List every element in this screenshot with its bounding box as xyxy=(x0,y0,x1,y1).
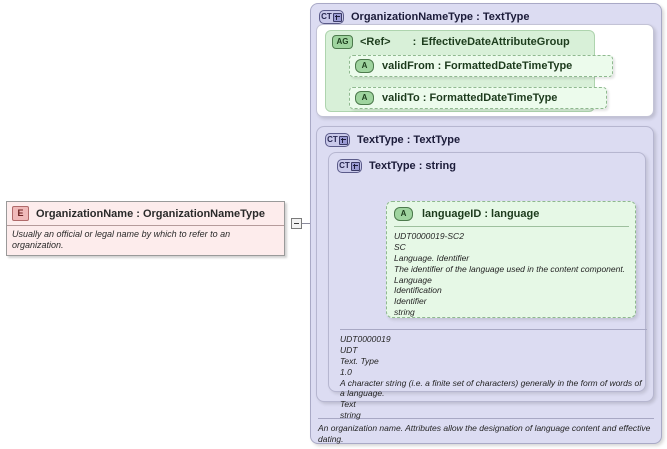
attributegroup-ref: <Ref> xyxy=(360,36,391,48)
attribute-label: validTo : FormattedDateTimeType xyxy=(382,92,558,104)
complextype-texttype-string[interactable]: CT TextType : string A languageID : lang… xyxy=(328,152,647,420)
expand-plus-icon[interactable] xyxy=(350,161,360,171)
texttype-title-row: CT TextType : TextType xyxy=(317,127,653,147)
complextype-icon-label: CT xyxy=(339,161,350,170)
attributegroup-panel: AG <Ref> : EffectiveDateAttributeGroup A… xyxy=(316,24,654,117)
languageid-label: languageID : language xyxy=(422,208,540,220)
complextype-icon[interactable]: CT xyxy=(319,10,344,24)
expand-plus-icon[interactable] xyxy=(332,12,342,22)
collapse-toggle-icon[interactable] xyxy=(291,218,302,229)
complextype-texttype[interactable]: CT TextType : TextType CT TextType : str… xyxy=(316,126,654,420)
attribute-validfrom[interactable]: A validFrom : FormattedDateTimeType xyxy=(349,55,613,77)
element-documentation: Usually an official or legal name by whi… xyxy=(7,225,284,255)
attribute-icon: A xyxy=(394,207,413,221)
attribute-icon: A xyxy=(355,59,374,73)
complextype-title-row: CT OrganizationNameType : TextType xyxy=(311,4,661,24)
languageid-documentation: UDT0000019-SC2 SC Language. Identifier T… xyxy=(394,226,629,318)
attribute-icon: A xyxy=(355,91,374,105)
attribute-validto[interactable]: A validTo : FormattedDateTimeType xyxy=(349,87,607,109)
complextype-icon[interactable]: CT xyxy=(337,159,362,173)
connector-stub xyxy=(302,223,311,224)
element-organizationname[interactable]: E OrganizationName : OrganizationNameTyp… xyxy=(6,201,285,256)
languageid-title-row: A languageID : language xyxy=(387,202,635,221)
complextype-icon[interactable]: CT xyxy=(325,133,350,147)
attribute-label: validFrom : FormattedDateTimeType xyxy=(382,60,573,72)
texttype-string-label: TextType : string xyxy=(369,160,456,172)
expand-plus-icon[interactable] xyxy=(338,135,348,145)
texttype-label: TextType : TextType xyxy=(357,134,461,146)
attributegroup-title-row: AG <Ref> : EffectiveDateAttributeGroup xyxy=(326,31,594,49)
attributegroup-icon: AG xyxy=(332,35,353,49)
complextype-icon-label: CT xyxy=(321,12,332,21)
element-title-row: E OrganizationName : OrganizationNameTyp… xyxy=(7,202,284,225)
attribute-languageid[interactable]: A languageID : language UDT0000019-SC2 S… xyxy=(386,201,636,318)
complextype-label: OrganizationNameType : TextType xyxy=(351,11,530,23)
element-label: OrganizationName : OrganizationNameType xyxy=(36,207,266,220)
texttype-string-title-row: CT TextType : string xyxy=(329,153,645,173)
attributegroup-colon: : xyxy=(412,36,417,48)
element-icon: E xyxy=(12,206,29,221)
complextype-documentation: An organization name. Attributes allow t… xyxy=(318,418,654,445)
complextype-icon-label: CT xyxy=(327,135,338,144)
attributegroup-name: EffectiveDateAttributeGroup xyxy=(421,36,570,48)
texttype-documentation: UDT0000019 UDT Text. Type 1.0 A characte… xyxy=(340,329,647,421)
